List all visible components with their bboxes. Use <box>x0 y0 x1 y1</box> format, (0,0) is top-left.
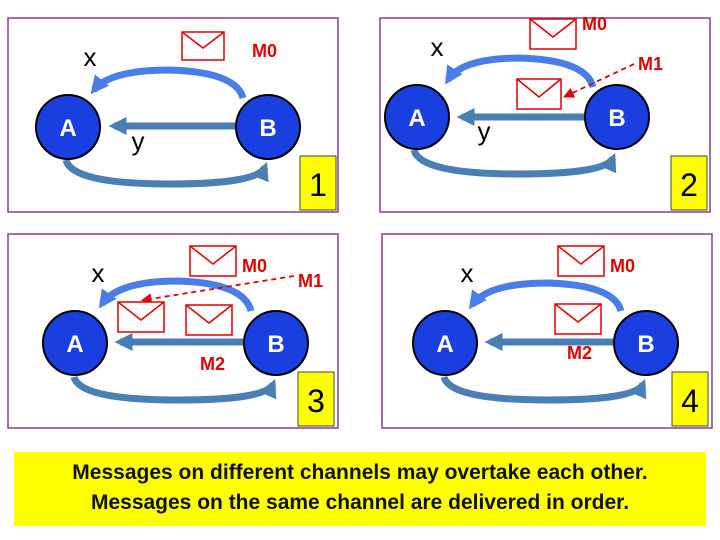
caption-box: Messages on different channels may overt… <box>14 452 706 526</box>
node-a-label: A <box>436 331 453 358</box>
message-label-m2: M2 <box>200 354 225 374</box>
caption-line-2: Messages on the same channel are deliver… <box>90 491 630 514</box>
panel-number-box <box>670 155 708 211</box>
panel-number: 1 <box>309 167 327 203</box>
envelope-icon <box>554 303 602 335</box>
node-b-label: B <box>608 105 625 132</box>
node-a-label: A <box>59 115 76 142</box>
node-b <box>243 310 309 376</box>
return-channel-arrow <box>70 375 277 404</box>
panel-number: 3 <box>307 383 325 419</box>
envelope-icon <box>181 31 225 61</box>
panel-3: A B x M0 M1 M2 3 <box>7 233 339 429</box>
node-a <box>42 310 108 376</box>
node-b <box>584 84 650 150</box>
node-a <box>35 94 101 160</box>
node-a-label: A <box>66 331 83 358</box>
node-a <box>384 84 450 150</box>
channel-x-label: x <box>461 258 474 288</box>
message-label-m1: M1 <box>638 54 663 74</box>
panel-number-box <box>671 371 709 427</box>
channel-x-label: x <box>84 42 97 72</box>
envelope-icon <box>189 245 237 277</box>
channel-y-label: y <box>132 126 145 156</box>
channel-y-label: y <box>478 116 491 146</box>
panel-2: A B x y M0 M1 2 <box>379 14 711 213</box>
channel-x-label: x <box>92 258 105 288</box>
envelope-icon <box>185 304 233 336</box>
envelope-icon <box>557 245 605 277</box>
panel-4: A B x M0 M2 4 <box>381 233 713 429</box>
panel-1: A B x y M0 1 <box>7 17 339 213</box>
message-label-m2: M2 <box>567 343 592 363</box>
message-label-m1: M1 <box>298 271 323 291</box>
envelope-icon <box>516 78 562 110</box>
dashed-arrow-icon <box>563 63 635 98</box>
node-b <box>235 94 301 160</box>
envelope-icon <box>529 18 577 50</box>
channel-x-label: x <box>431 32 444 62</box>
caption-line-1: Messages on different channels may overt… <box>72 461 648 484</box>
channel-x-arrow <box>90 66 247 100</box>
return-channel-arrow <box>62 158 269 188</box>
envelope-icon <box>117 301 165 333</box>
node-a <box>412 310 478 376</box>
node-b-label: B <box>637 331 654 358</box>
panel-number: 4 <box>681 383 699 419</box>
message-label-m0: M0 <box>582 14 607 34</box>
node-b-label: B <box>259 115 276 142</box>
channel-x-arrow <box>445 54 597 89</box>
channel-x-arrow <box>98 277 255 313</box>
node-a-label: A <box>408 105 425 132</box>
panel-number: 2 <box>680 167 698 203</box>
return-channel-arrow <box>440 375 647 404</box>
message-label-m0: M0 <box>610 256 635 276</box>
panel-number-box <box>297 371 335 427</box>
message-label-m0: M0 <box>242 256 267 276</box>
dashed-arrow-icon <box>140 275 295 305</box>
return-channel-arrow <box>410 148 617 178</box>
message-label-m0: M0 <box>252 41 277 61</box>
node-b-label: B <box>267 331 284 358</box>
channel-x-arrow <box>468 279 625 313</box>
node-b <box>613 310 679 376</box>
panel-number-box <box>299 155 337 211</box>
